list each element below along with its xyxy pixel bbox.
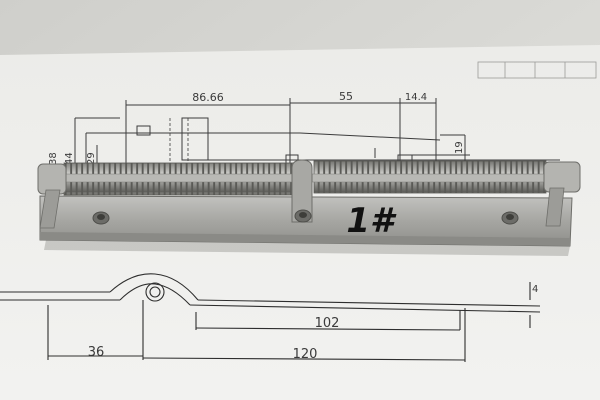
right-end-knuckle [543,161,581,193]
dim-side-4: 4 [532,284,538,295]
right-end-arm [545,187,565,227]
part-marking: 1# [346,201,397,241]
center-bracket [291,159,313,223]
dim-side-3: 120 [293,347,318,362]
dim-left-3: 29 [86,152,97,165]
dim-top-3: 14.4 [405,92,427,103]
left-end-knuckle [37,163,67,195]
title-block-grid [477,61,597,79]
side-view-drawing [0,273,541,362]
left-end-arm [39,189,61,229]
dim-left-1: 38 [48,152,59,165]
hidden-lines [169,118,189,165]
mounting-holes [92,209,519,225]
dim-side-1: 102 [315,316,340,331]
part-shadow [44,240,570,256]
dim-top-1: 86.66 [192,91,224,104]
plate-edge [40,232,570,246]
top-view-drawing [74,98,560,178]
dim-side-2: 36 [88,345,105,360]
dim-top-2: 55 [339,90,353,103]
dim-right-1: 19 [454,141,465,154]
dim-left-2: 44 [64,152,75,165]
